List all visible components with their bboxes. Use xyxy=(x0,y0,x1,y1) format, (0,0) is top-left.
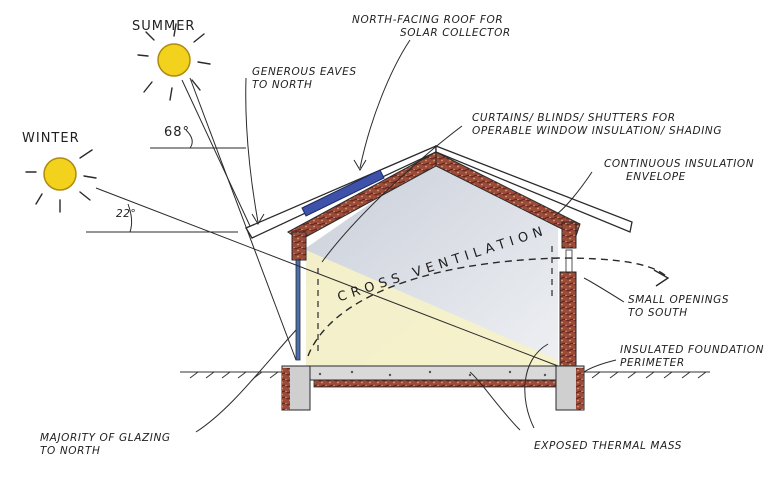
small-openings-label: SMALL OPENINGS TO SOUTH xyxy=(628,294,729,320)
solar-collector xyxy=(301,169,385,217)
foundation-label: INSULATED FOUNDATION PERIMETER xyxy=(620,344,764,370)
roof-collector-line-1: NORTH-FACING ROOF FOR xyxy=(352,14,504,26)
leader-small-openings xyxy=(583,277,625,303)
winter-label: WINTER xyxy=(22,131,80,146)
leader-roof-collector-arrow xyxy=(353,159,367,171)
footing-north-insulation xyxy=(282,368,290,410)
winter-sunlight-patch xyxy=(306,250,558,368)
eaves-line-2: TO NORTH xyxy=(252,79,313,91)
roof-collector-line-2: SOLAR COLLECTOR xyxy=(400,27,511,39)
roof-collector-label: NORTH-FACING ROOF FOR SOLAR COLLECTOR xyxy=(352,14,511,40)
leader-foundation xyxy=(583,359,617,373)
summer-label: SUMMER xyxy=(132,19,196,34)
south-wall-upper xyxy=(561,221,577,249)
footing-south-insulation xyxy=(576,368,584,410)
leader-thermal-mass-2 xyxy=(469,371,521,431)
foundation-line-2: PERIMETER xyxy=(620,357,685,369)
small-openings-line-1: SMALL OPENINGS xyxy=(628,294,730,306)
roof-overhang-south xyxy=(435,145,633,233)
summer-ray-2 xyxy=(189,77,297,361)
winter-angle-arc xyxy=(127,203,133,233)
glazing-line-2: TO NORTH xyxy=(40,445,101,457)
north-wall-upper xyxy=(291,231,307,261)
glazing-line-1: MAJORITY OF GLAZING xyxy=(40,432,171,444)
ground-line xyxy=(180,371,710,379)
summer-sun xyxy=(137,23,211,101)
leader-glazing xyxy=(195,329,297,433)
winter-ray xyxy=(95,187,559,367)
insulation-line-2: ENVELOPE xyxy=(626,171,686,183)
ventilation-arrowhead xyxy=(653,269,670,287)
curtains-line-1: CURTAINS/ BLINDS/ SHUTTERS FOR xyxy=(472,112,676,124)
eaves-line-1: GENEROUS EAVES xyxy=(252,66,357,78)
floor-slab xyxy=(289,365,581,381)
leader-thermal-mass xyxy=(524,343,549,429)
summer-angle-arc xyxy=(185,129,193,149)
summer-angle-label: 68° xyxy=(164,125,191,140)
winter-angle-label: 22° xyxy=(116,208,137,220)
leader-eaves-arrow xyxy=(251,213,265,225)
ventilation-path xyxy=(307,257,667,357)
foundation-line-1: INSULATED FOUNDATION xyxy=(620,344,765,356)
north-glazing xyxy=(295,259,301,361)
insulation-label: CONTINUOUS INSULATION ENVELOPE xyxy=(604,158,754,184)
small-openings-line-2: TO SOUTH xyxy=(628,307,688,319)
south-small-opening xyxy=(565,249,573,273)
glazing-label: MAJORITY OF GLAZING TO NORTH xyxy=(40,432,171,458)
curtains-label: CURTAINS/ BLINDS/ SHUTTERS FOR OPERABLE … xyxy=(472,112,722,138)
south-wall-lower xyxy=(559,271,577,369)
thermal-mass-label: EXPOSED THERMAL MASS xyxy=(534,440,683,452)
curtains-line-2: OPERABLE WINDOW INSULATION/ SHADING xyxy=(472,125,723,137)
insulation-line-1: CONTINUOUS INSULATION xyxy=(604,158,755,170)
winter-sun xyxy=(25,149,97,213)
summer-ray xyxy=(181,79,251,227)
leader-insulation xyxy=(553,171,593,217)
slab-insulation xyxy=(313,379,559,388)
leader-eaves xyxy=(245,77,259,223)
leader-roof-collector xyxy=(359,39,411,169)
leader-curtains xyxy=(321,125,463,263)
eaves-label: GENEROUS EAVES TO NORTH xyxy=(252,66,357,92)
